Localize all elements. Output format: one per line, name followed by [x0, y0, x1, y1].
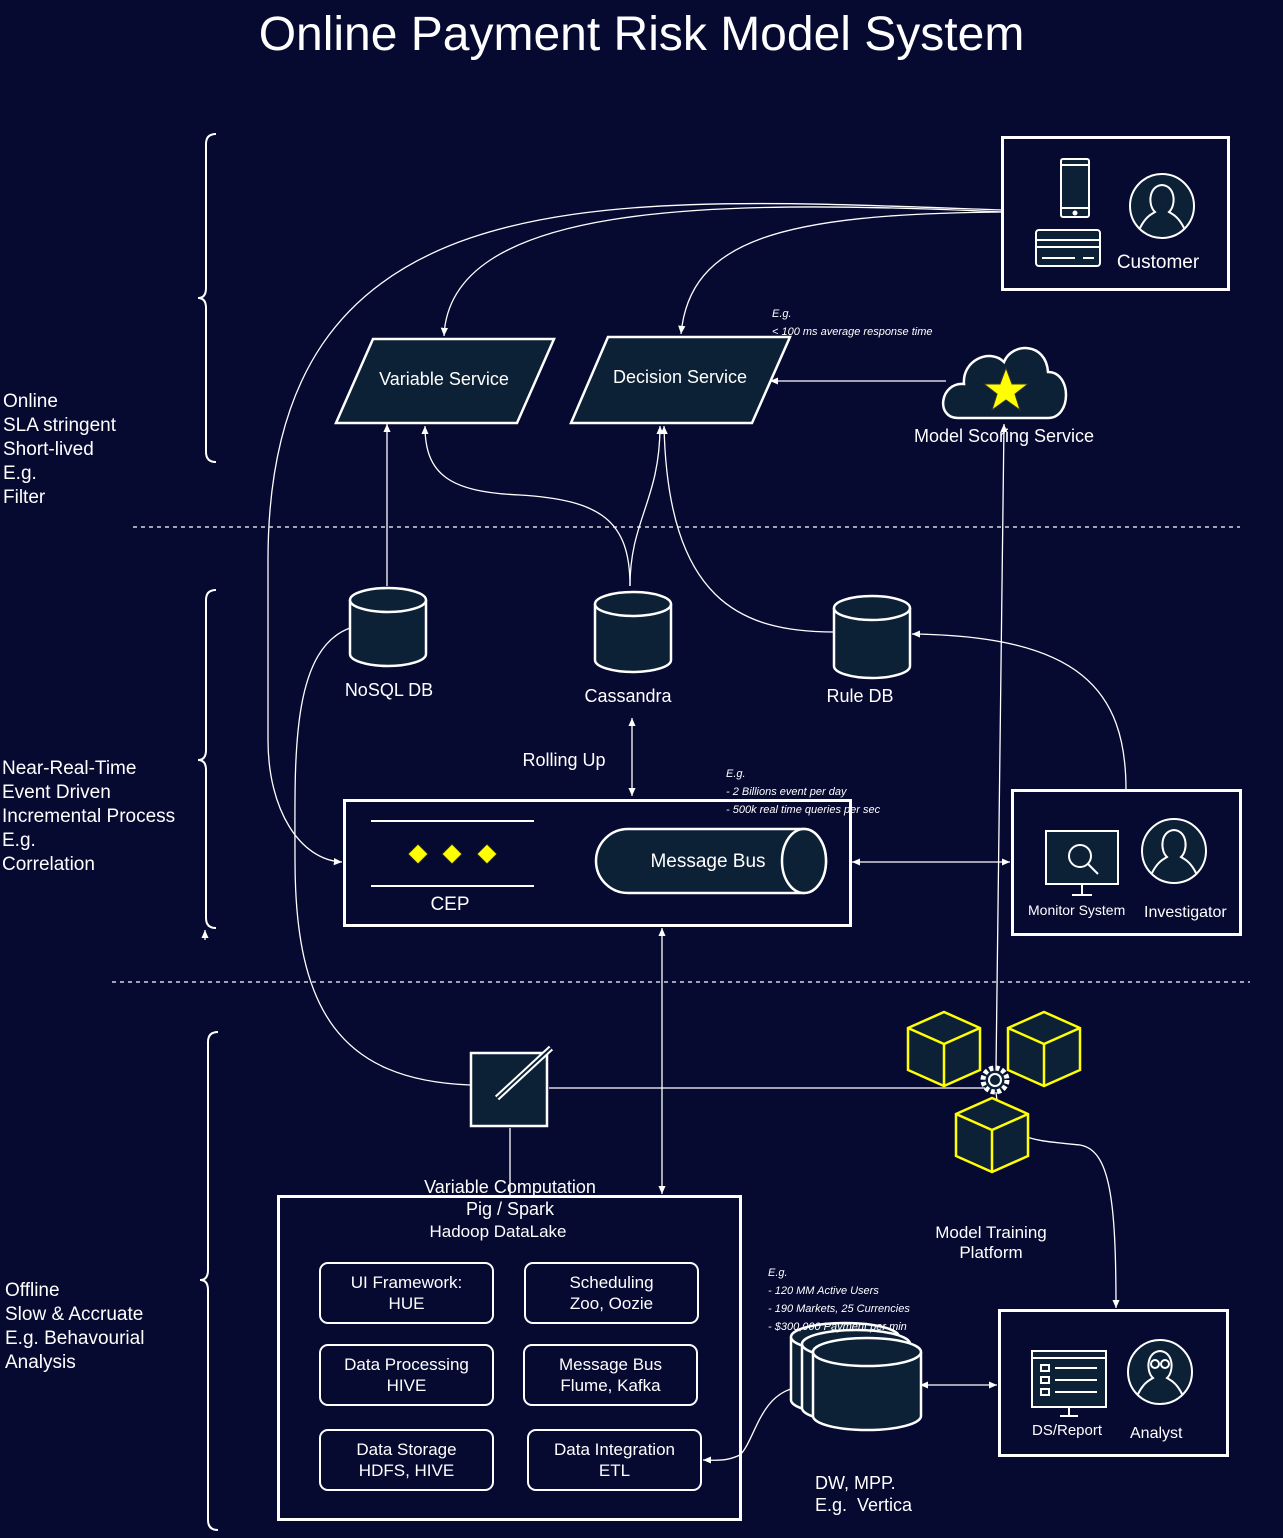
search-monitor-icon	[1045, 830, 1119, 896]
tier-brace-online	[197, 133, 217, 463]
message-bus-label: Message Bus	[650, 851, 766, 872]
customer-box[interactable]	[1001, 136, 1230, 291]
edge-nosql-varcomp	[294, 627, 471, 1086]
hadoop-ui-framework[interactable]: UI Framework:HUE	[319, 1262, 494, 1324]
decision-service-label: Decision Service	[612, 367, 748, 387]
mobile-phone-icon	[1060, 158, 1090, 218]
diamond-icon	[407, 843, 498, 865]
cep-label: CEP	[430, 894, 470, 915]
page-title: Online Payment Risk Model System	[258, 8, 1025, 61]
dw-label: DW, MPP.E.g. Vertica	[815, 1473, 913, 1515]
tier-brace-nrt	[197, 589, 217, 929]
hadoop-title: Hadoop DataLake	[429, 1222, 567, 1241]
edge-ruledb-decision	[660, 425, 835, 633]
edge-customer-variable	[440, 206, 1003, 337]
credit-card-icon	[1035, 229, 1101, 267]
edge-cassandra-decision	[629, 425, 664, 587]
database-icon[interactable]	[593, 590, 673, 674]
compute-slash-icon[interactable]	[469, 1045, 554, 1128]
decision-service-shape[interactable]	[569, 335, 792, 425]
edge-training-scoring	[995, 423, 1008, 1071]
edge-customer-cep	[267, 202, 1003, 866]
cube-icon	[1006, 1010, 1082, 1088]
analysis-box[interactable]	[998, 1309, 1229, 1457]
user-icon	[1129, 173, 1195, 239]
model-scoring-label: Model Scoring Service	[913, 426, 1095, 446]
edge-cassandra-variable	[421, 425, 631, 587]
nosql-label: NoSQL DB	[344, 680, 434, 700]
monitor-system-label: Monitor System	[1028, 902, 1126, 918]
edge-customer-decision	[678, 211, 1003, 335]
monitoring-box[interactable]	[1011, 789, 1242, 936]
ds-report-label: DS/Report	[1032, 1422, 1103, 1439]
note-online: E.g.< 100 ms average response time	[772, 308, 933, 338]
database-icon[interactable]	[832, 594, 912, 680]
cube-icon	[906, 1010, 982, 1088]
rolling-up-label: Rolling Up	[522, 750, 606, 770]
message-bus-shape[interactable]	[594, 827, 828, 895]
cloud-star-icon[interactable]	[942, 346, 1068, 420]
variable-service-shape[interactable]	[334, 337, 556, 425]
analyst-label: Analyst	[1130, 1425, 1183, 1442]
database-icon[interactable]	[348, 586, 428, 668]
tier-brace-offline	[199, 1031, 219, 1531]
edge-monitor-ruledb	[911, 630, 1127, 791]
analyst-glasses-icon	[1127, 1339, 1193, 1405]
rule-db-label: Rule DB	[826, 686, 894, 706]
user-icon	[1141, 818, 1207, 884]
cep-box[interactable]	[343, 799, 852, 927]
hadoop-datalake-box[interactable]	[277, 1195, 742, 1521]
database-icon[interactable]	[789, 1321, 923, 1432]
cassandra-label: Cassandra	[584, 686, 672, 706]
variable-service-label: Variable Service	[379, 369, 509, 389]
note-offline: E.g.- 120 MM Active Users- 190 Markets, …	[768, 1267, 910, 1333]
cube-icon	[954, 1096, 1030, 1174]
report-screen-icon	[1031, 1350, 1107, 1417]
investigator-label: Investigator	[1144, 904, 1227, 921]
gear-icon	[980, 1065, 1010, 1095]
customer-label: Customer	[1116, 252, 1200, 273]
